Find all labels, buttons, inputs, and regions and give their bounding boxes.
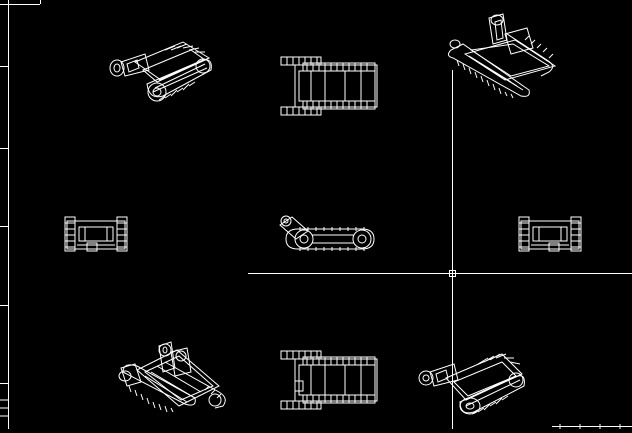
- left-ruler: [0, 0, 9, 429]
- title-block-edge: [552, 424, 632, 429]
- top-ruler: [0, 0, 41, 5]
- view-iso-bottom-left[interactable]: [118, 341, 226, 413]
- view-front[interactable]: [279, 215, 375, 251]
- view-iso-bottom-right[interactable]: [418, 353, 525, 415]
- view-left[interactable]: [64, 216, 128, 252]
- view-right[interactable]: [518, 216, 582, 252]
- view-iso-top-right[interactable]: [447, 13, 557, 99]
- view-top[interactable]: [280, 56, 378, 116]
- crosshair-cursor-icon: [248, 70, 632, 429]
- view-bottom[interactable]: [280, 350, 378, 410]
- view-iso-top-left[interactable]: [109, 41, 212, 102]
